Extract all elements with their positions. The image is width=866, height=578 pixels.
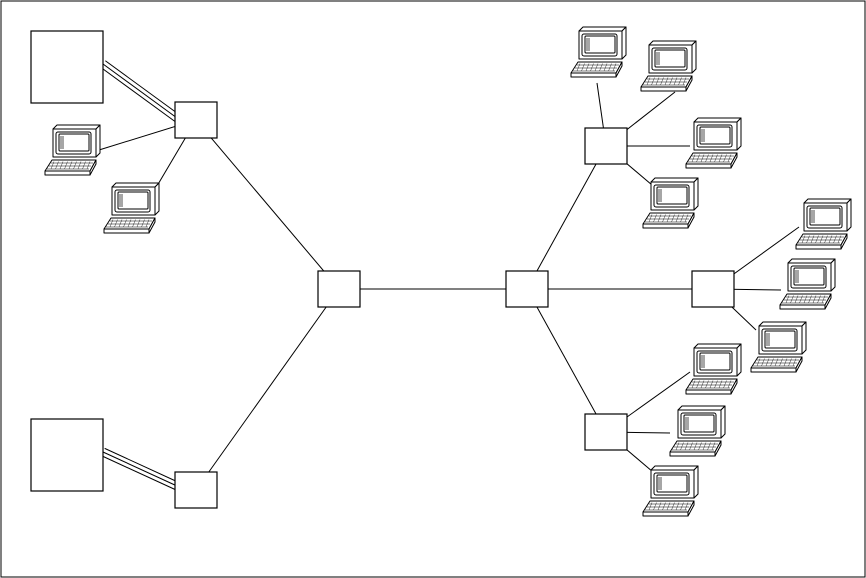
network-node-icon-node-1 <box>175 102 217 138</box>
computer-terminal-icon <box>643 178 698 228</box>
computer-terminal-icon <box>104 183 159 233</box>
computer-terminal-icon <box>686 344 741 394</box>
computer-terminal-icon <box>641 41 696 91</box>
network-node-icon-node-4 <box>506 271 548 307</box>
computer-terminal-icon <box>686 118 741 168</box>
computer-terminal-icon <box>796 199 851 249</box>
computer-terminal-icon <box>571 27 626 77</box>
computer-terminal-icon <box>45 125 100 175</box>
computer-terminal-icon <box>780 259 835 309</box>
network-node-icon-node-3 <box>318 271 360 307</box>
network-node-icon-node-5 <box>585 128 627 164</box>
computer-terminal-icon <box>751 322 806 372</box>
mainframe-host-icon <box>31 419 103 491</box>
computer-terminal-icon <box>670 406 725 456</box>
mainframe-host-icon <box>31 31 103 103</box>
network-node-icon-node-2 <box>175 472 217 508</box>
network-node-icon-node-7 <box>585 414 627 450</box>
network-node-icon-node-6 <box>692 271 734 307</box>
computer-terminal-icon <box>643 466 698 516</box>
